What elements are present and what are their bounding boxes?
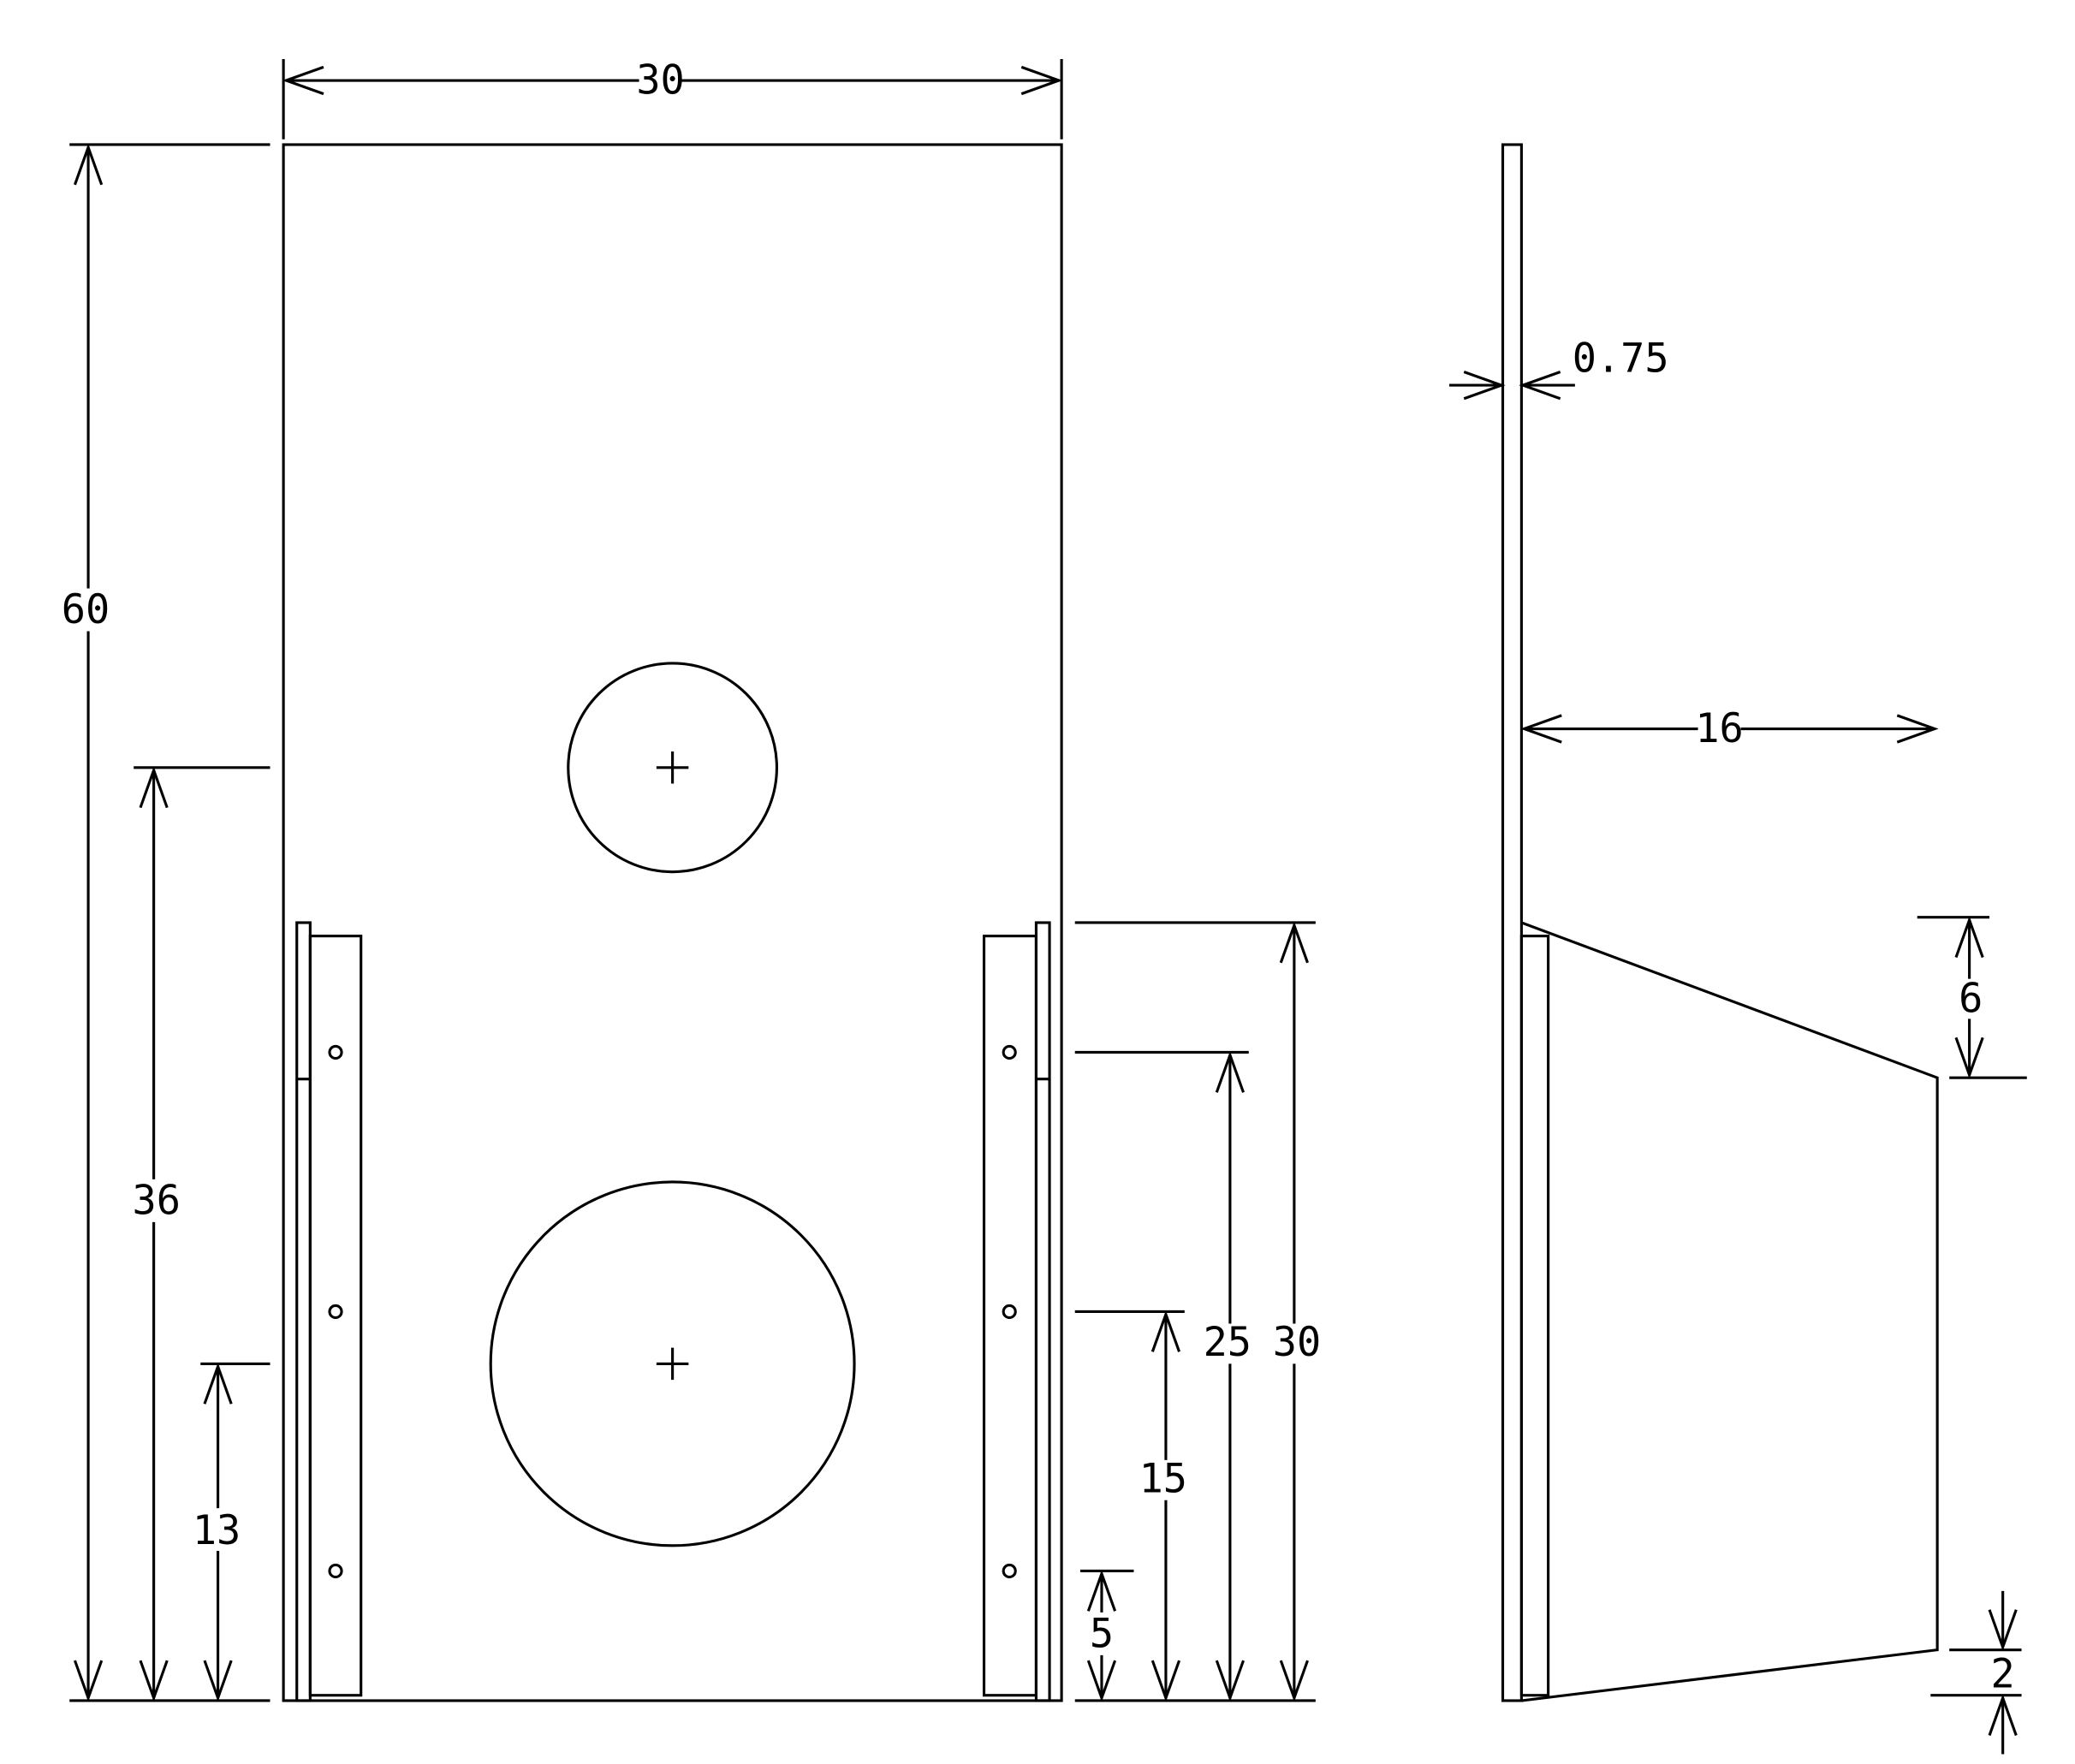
dim-thickness: 0.75 — [1449, 336, 1669, 401]
dim-hinge-hole-3-label: 25 — [1204, 1320, 1252, 1366]
right-hinge-screw-2 — [1002, 1304, 1017, 1320]
dim-thickness-label: 0.75 — [1573, 336, 1669, 382]
dim-hinge-height-label: 30 — [1273, 1320, 1321, 1366]
dim-upper-hole-height-label: 36 — [133, 1178, 181, 1224]
front-view: 30 60 36 13 — [62, 58, 1321, 1702]
dim-lower-hole-height-label: 13 — [193, 1508, 241, 1554]
side-view: 0.75 16 6 2 — [1449, 143, 2027, 1755]
dim-width-label: 30 — [636, 58, 684, 104]
left-hinge-screw-1 — [328, 1044, 343, 1060]
front-panel-outline — [282, 143, 1063, 1702]
side-box-profile — [1520, 921, 1939, 1702]
left-hinge-screw-3 — [328, 1563, 343, 1579]
dim-hinge-hole-1-label: 5 — [1090, 1612, 1114, 1658]
lower-hole-center-mark — [656, 1347, 689, 1381]
left-hinge — [295, 921, 363, 1702]
side-panel-outline — [1501, 143, 1523, 1702]
left-hinge-screw-2 — [328, 1304, 343, 1320]
dim-hinge-hole-2-label: 15 — [1139, 1456, 1187, 1502]
dim-upper-hole-height: 36 — [133, 766, 271, 1702]
dim-overall-height: 60 — [62, 143, 271, 1702]
dim-lower-hole-height: 13 — [193, 1362, 271, 1702]
dim-bottom-rise: 2 — [1930, 1590, 2022, 1755]
dim-bottom-rise-label: 2 — [1991, 1651, 2015, 1697]
dim-width: 30 — [282, 58, 1063, 140]
right-hinge-screw-3 — [1002, 1563, 1017, 1579]
right-hinge-screw-1 — [1002, 1044, 1017, 1060]
upper-hole — [567, 662, 778, 874]
side-hinge-block — [1519, 935, 1550, 1697]
right-hinge — [982, 921, 1051, 1702]
dim-hinge-group: 30 25 15 5 — [1074, 921, 1321, 1702]
dim-top-drop: 6 — [1917, 916, 2027, 1079]
dim-top-drop-label: 6 — [1959, 977, 1983, 1023]
dim-depth: 16 — [1519, 706, 1939, 752]
dim-overall-height-label: 60 — [62, 587, 110, 633]
upper-hole-center-mark — [656, 751, 689, 784]
dim-depth-label: 16 — [1695, 706, 1743, 752]
lower-hole — [489, 1180, 856, 1547]
